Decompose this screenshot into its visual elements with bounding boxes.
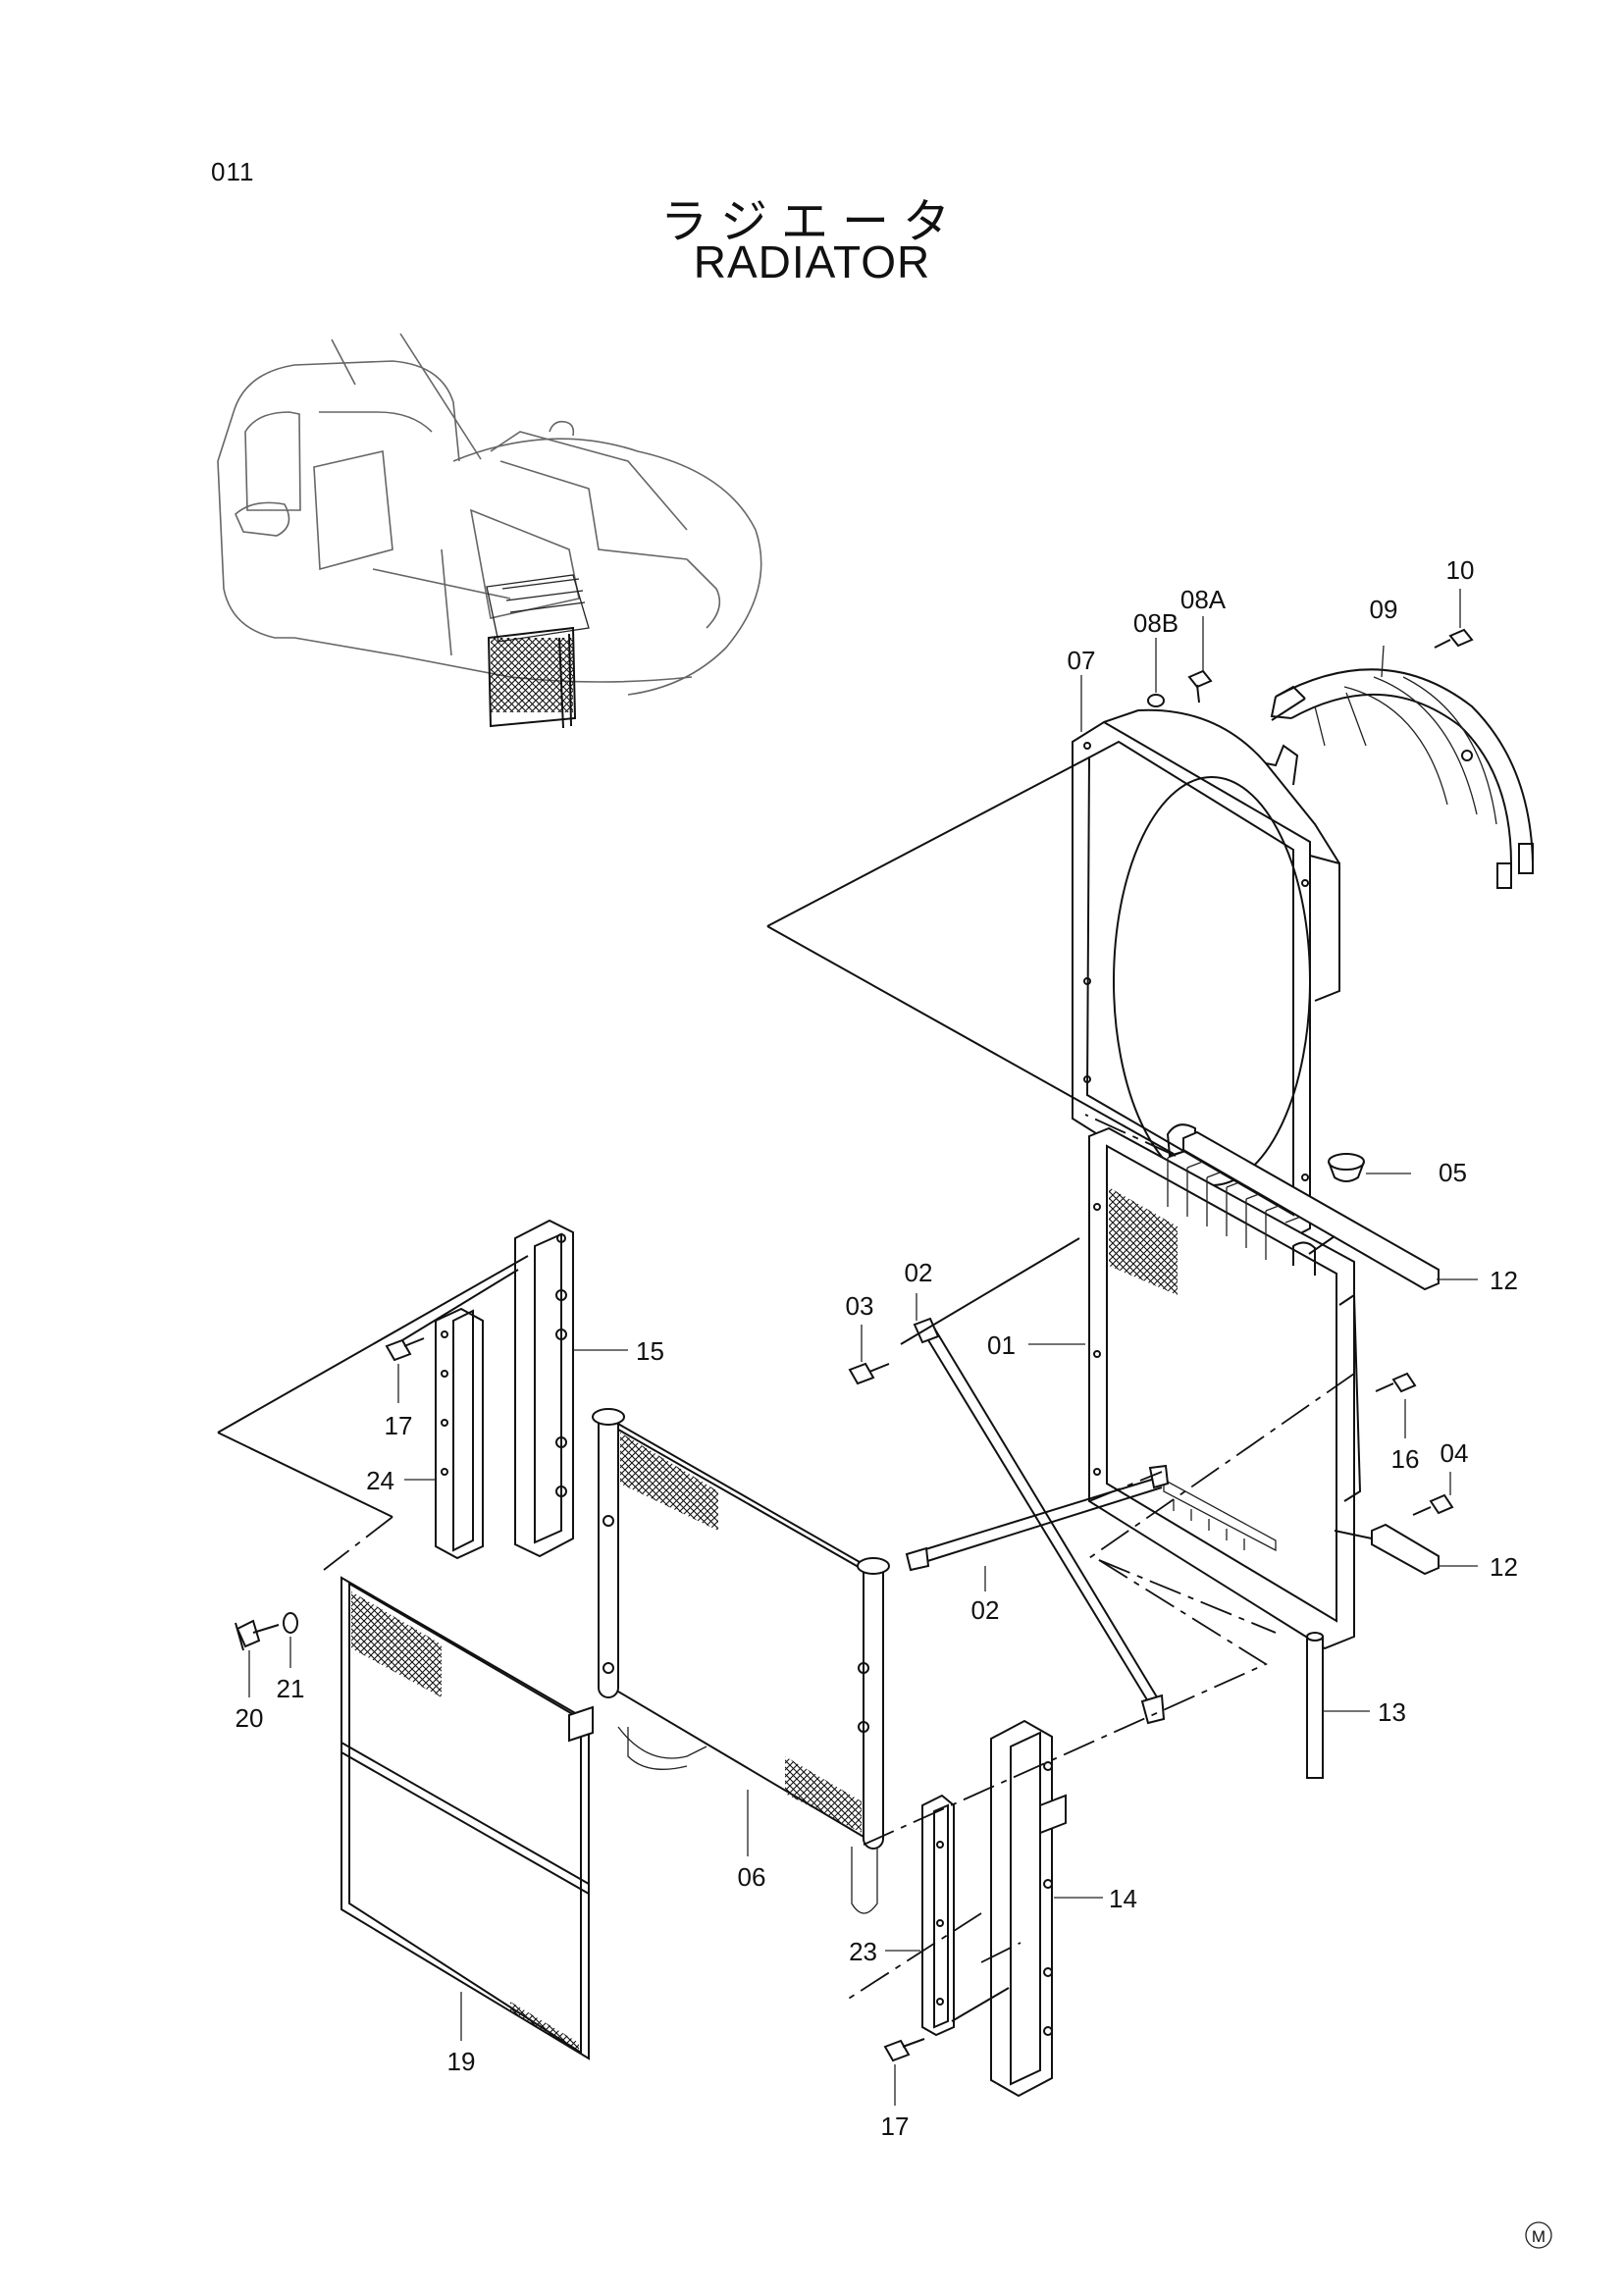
callout-02-lower: 02 [971,1595,1000,1625]
washer-08b [1147,694,1165,707]
bolt-04 [1412,1493,1454,1516]
bolt-10 [1434,628,1474,649]
callout-02-upper: 02 [905,1258,933,1287]
callout-labels: 07 08B 08A 09 10 05 12 12 13 01 02 03 02… [236,555,1518,2141]
title-japanese: ラジエータ [659,194,965,249]
callout-07: 07 [1068,646,1096,675]
callout-12-upper: 12 [1490,1266,1518,1295]
bolt-17-upper [385,1337,425,1362]
callout-21: 21 [277,1674,305,1703]
net-frame [341,1576,594,2060]
bolt-16 [1375,1372,1417,1393]
callout-14: 14 [1109,1884,1137,1913]
callout-16: 16 [1391,1444,1420,1474]
callout-04: 04 [1441,1438,1469,1468]
projection-lines [217,698,1373,2022]
radiator-cap [1328,1153,1365,1182]
callout-01: 01 [987,1330,1016,1360]
corner-mark-letter: M [1532,2227,1545,2246]
washer-21 [283,1612,298,1634]
page-number: 011 [211,157,255,186]
bracket-left-upper [514,1219,574,1558]
callout-13: 13 [1378,1697,1406,1727]
callout-10: 10 [1446,555,1475,585]
callout-12-lower: 12 [1490,1552,1518,1582]
callout-15: 15 [636,1336,664,1366]
machine-overview [217,333,762,729]
bolt-08a [1187,669,1213,704]
bracket-right-inner [921,1794,955,2037]
callout-17-lower: 17 [881,2112,910,2141]
fan-shroud [1072,708,1340,1248]
callout-17-upper: 17 [385,1411,413,1440]
callout-24: 24 [366,1466,394,1495]
callout-06: 06 [738,1862,766,1892]
wing-bolt-20 [235,1619,280,1651]
title-english: RADIATOR [693,236,931,287]
fan-guard [1270,668,1534,889]
bolt-17-lower [883,2038,925,2062]
callout-19: 19 [447,2047,476,2076]
callout-09: 09 [1370,595,1398,624]
bracket-right-lower [990,1719,1067,2098]
callout-05: 05 [1439,1158,1467,1187]
radiator-screen [592,1408,890,1914]
callout-03: 03 [846,1291,874,1321]
support-rod [1306,1632,1324,1779]
corner-mark: M [1525,2221,1552,2249]
leader-lines [248,589,1478,2106]
callout-08a: 08A [1180,585,1227,614]
callout-20: 20 [236,1703,264,1733]
seal-strips [1182,1130,1440,1576]
callout-23: 23 [849,1937,877,1966]
callout-08b: 08B [1133,608,1179,638]
bolt-03 [848,1362,890,1385]
bracket-left-inner [435,1307,484,1560]
